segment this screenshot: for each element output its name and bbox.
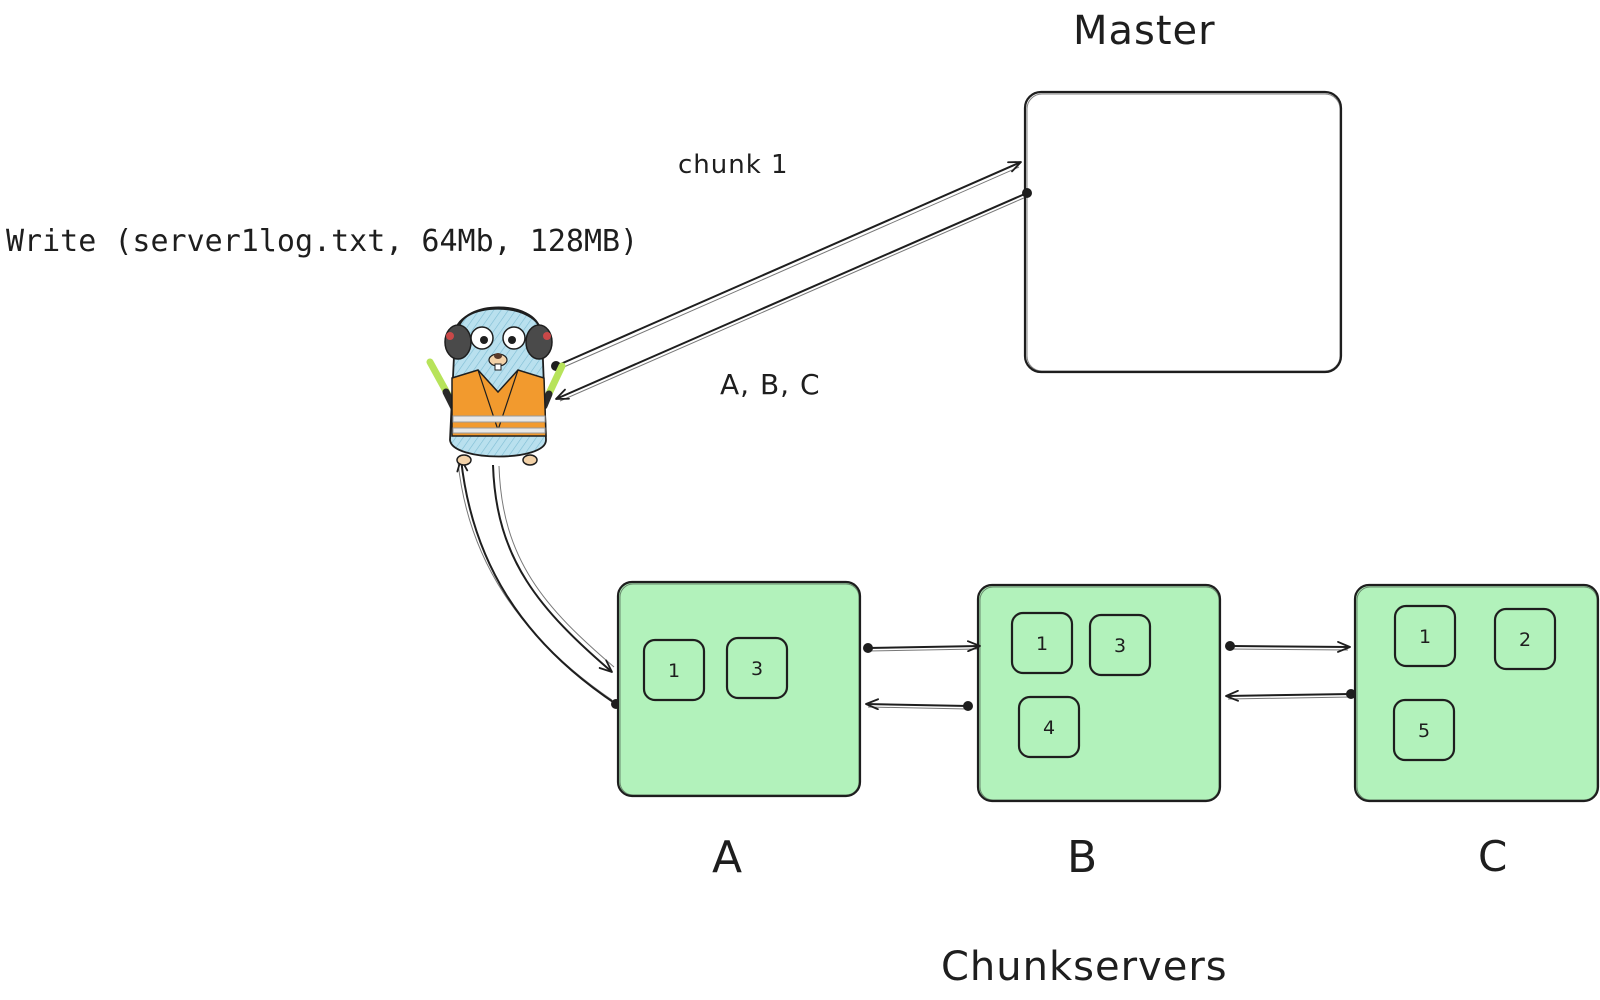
master-box [1023, 90, 1343, 374]
chunk-a-3: 3 [725, 636, 789, 700]
write-request-label: Write (server1log.txt, 64Mb, 128MB) [6, 224, 639, 259]
chunkserver-b-box [976, 583, 1222, 803]
chunkservers-title: Chunkservers [941, 944, 1228, 990]
chunkserver-c-label: C [1478, 832, 1509, 881]
master-title: Master [1073, 8, 1216, 54]
svg-text:2: 2 [1519, 629, 1531, 651]
chunkserver-c-box [1353, 583, 1600, 803]
chunk-request-label: chunk 1 [678, 150, 789, 180]
chunk-c-1: 1 [1393, 604, 1457, 668]
svg-text:3: 3 [751, 658, 763, 680]
chunk-c-2: 2 [1493, 607, 1557, 671]
chunk-b-4: 4 [1017, 695, 1081, 759]
svg-text:4: 4 [1043, 717, 1055, 739]
master-to-client-arrow [555, 188, 1032, 402]
chunkserver-b-to-a-arrow [865, 698, 973, 711]
svg-text:3: 3 [1114, 635, 1126, 657]
client-to-master-arrow [551, 161, 1022, 371]
chunkserver-c-to-b-arrow [1225, 689, 1356, 702]
chunk-c-5: 5 [1392, 698, 1456, 762]
client-to-chunkserver-a-arrow [492, 464, 615, 673]
replica-reply-label: A, B, C [720, 368, 821, 401]
chunk-b-3: 3 [1088, 613, 1152, 677]
chunkserver-a-to-client-arrow [456, 458, 621, 709]
chunkserver-a-label: A [712, 832, 744, 883]
chunkserver-b-to-c-arrow [1225, 641, 1351, 653]
svg-text:5: 5 [1418, 720, 1430, 742]
chunkserver-a-box [616, 580, 862, 798]
chunk-b-1: 1 [1010, 611, 1074, 675]
svg-text:1: 1 [1419, 626, 1431, 648]
chunk-a-1: 1 [642, 638, 706, 702]
svg-text:1: 1 [668, 660, 680, 682]
chunkserver-b-label: B [1067, 832, 1099, 883]
svg-text:1: 1 [1036, 633, 1048, 655]
chunkserver-a-to-b-arrow [863, 640, 981, 653]
gopher-mascot-icon [426, 306, 566, 466]
